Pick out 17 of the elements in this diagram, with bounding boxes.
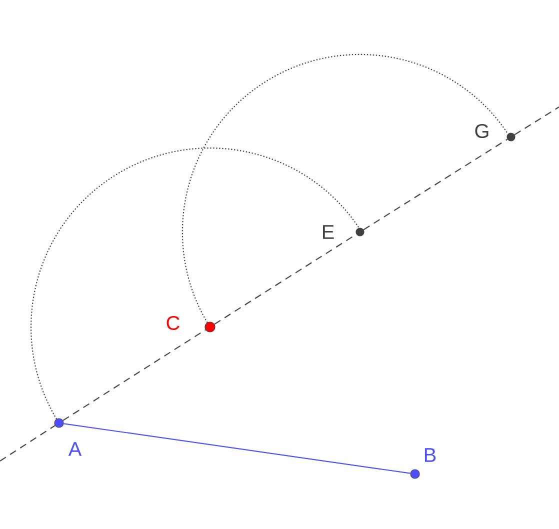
point-label: B — [425, 448, 436, 462]
dashed-line — [0, 425, 56, 462]
point — [356, 228, 364, 236]
dashed-line — [514, 106, 559, 136]
point-label: A — [68, 442, 82, 456]
construction-arc — [182, 54, 509, 323]
line-segment — [64, 423, 410, 474]
point — [204, 322, 216, 332]
dashed-line — [62, 329, 206, 421]
point — [54, 418, 64, 428]
construction-arc — [30, 148, 360, 420]
point — [506, 132, 516, 142]
point-label: G — [475, 124, 488, 138]
point — [410, 469, 420, 479]
point-label: C — [166, 316, 180, 330]
dashed-line — [363, 138, 508, 230]
point-label: E — [323, 225, 334, 239]
